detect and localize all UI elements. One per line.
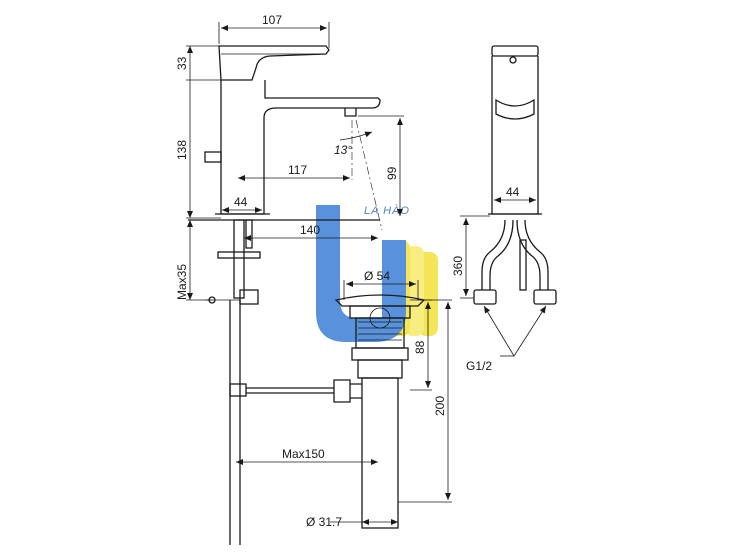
spout-outlet [344,108,357,117]
watermark-blue-u [316,205,406,342]
dim-g12: G1/2 [466,359,492,373]
dim-99: 99 [385,166,399,180]
dim-33: 33 [175,56,189,70]
dim-44-side: 44 [506,185,520,199]
drain-tailpiece [361,377,399,529]
faucet-front-view [204,45,383,231]
dim-360: 360 [451,256,465,276]
dim-angle-13: 13° [334,143,352,157]
side-lever [491,45,539,57]
dim-88: 88 [413,340,427,354]
dim-dia-31-7: Ø 31.7 [306,515,342,529]
hose-nut-right [533,289,557,305]
dim-107: 107 [262,13,282,27]
linkage-rod [229,383,247,397]
fixing-plate [217,251,261,259]
drain-flange [334,294,426,307]
flex-hose-left [481,219,506,290]
dimension-labels: 107 33 138 117 13° 99 44 140 Max35 Ø 54 … [175,13,520,529]
dim-dia-54: Ø 54 [364,269,390,283]
dim-max150: Max150 [282,447,325,461]
dim-max35: Max35 [175,264,189,300]
faucet-body [220,80,381,215]
faucet-side-view [473,45,557,305]
dimension-lines [186,22,547,525]
lever-handle [218,45,330,81]
side-lever-hole [509,56,517,64]
dim-44-front: 44 [234,195,248,209]
dim-200: 200 [433,396,447,416]
watermark-text: LA HÀO [364,204,410,217]
flex-hose-right [516,219,541,290]
dim-117: 117 [288,163,307,177]
hose-nut-left [473,289,497,305]
pop-up-rod-knob [204,151,222,163]
dim-138: 138 [175,140,189,160]
dim-140: 140 [300,223,320,237]
under-counter-assembly [188,219,426,545]
